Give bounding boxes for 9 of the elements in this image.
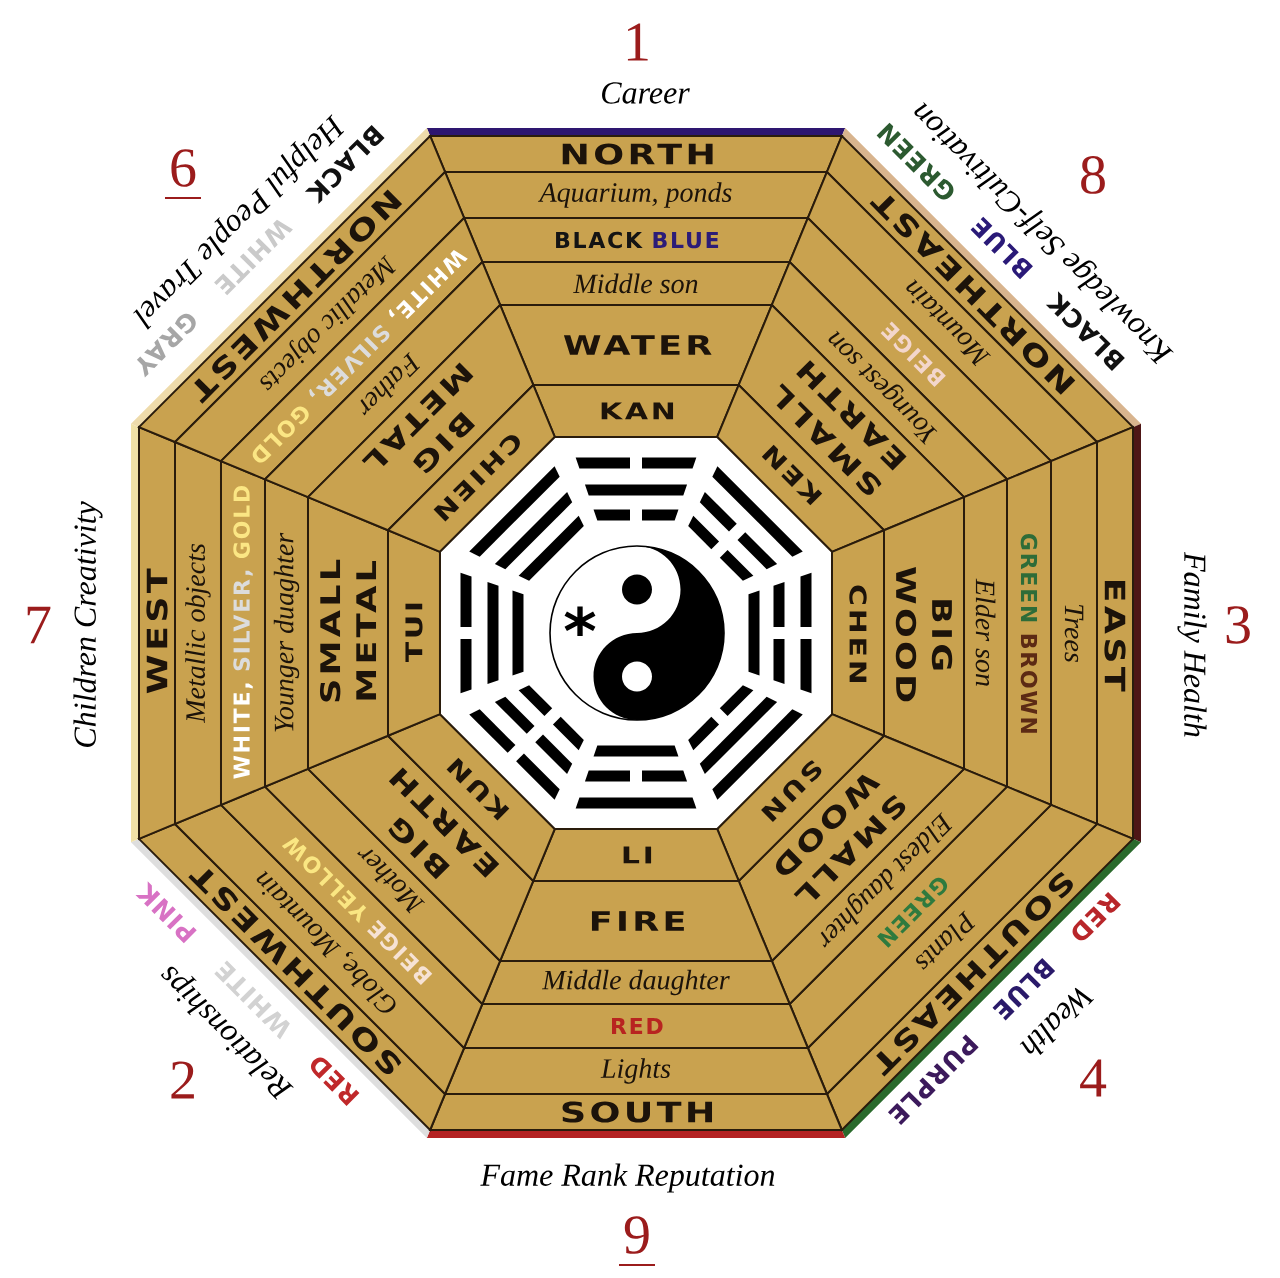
area-label: Career [602,82,690,104]
number: 9 [618,1216,656,1266]
area-label: Family Health [1177,551,1207,737]
number: 3 [1226,606,1250,644]
area-label: Fame Rank Reputation [480,1163,775,1193]
asterisk: * [564,606,596,637]
number: 1 [627,23,648,61]
number: 7 [27,606,51,644]
area-label: Children Creativity [73,501,103,747]
